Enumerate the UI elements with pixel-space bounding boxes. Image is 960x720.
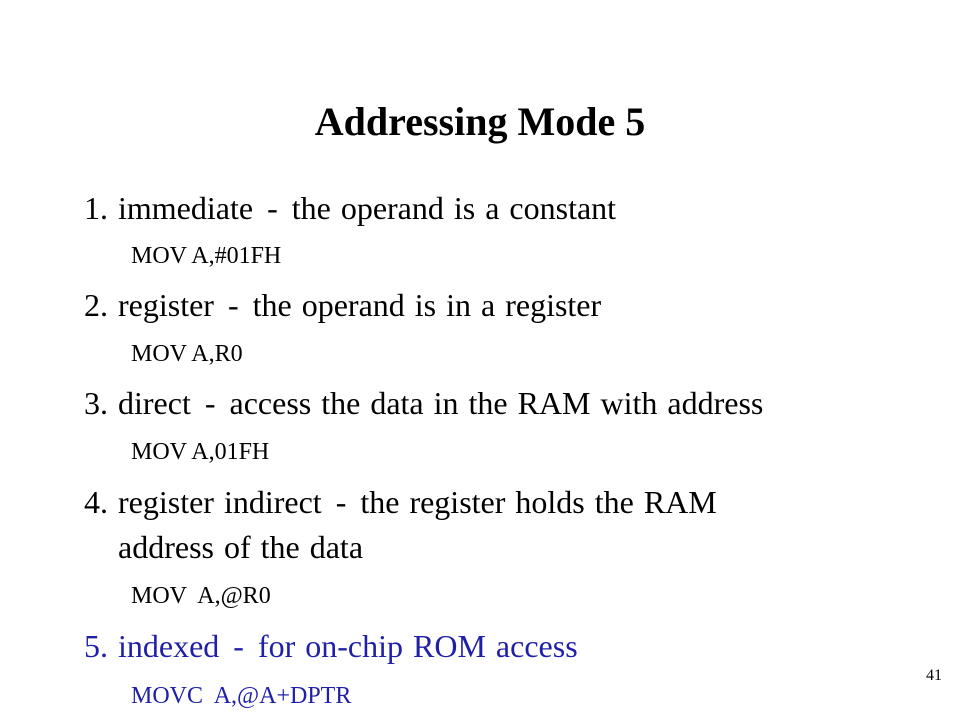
code-example: MOV A,@R0: [131, 583, 271, 609]
item-text: for on-chip ROM access: [257, 628, 578, 664]
item-prefix: 1. immediate: [84, 190, 254, 226]
item-dash: -: [204, 385, 216, 421]
item-prefix: 4. register indirect: [84, 484, 322, 520]
item-text: the operand is a constant: [291, 190, 617, 226]
list-item-indexed: 5. indexed-for on-chip ROM access: [84, 628, 578, 664]
item-text: the register holds the RAM: [360, 484, 717, 520]
item-dash: -: [227, 287, 239, 323]
list-item-register-indirect: 4. register indirect-the register holds …: [84, 484, 717, 520]
item-dash: -: [267, 190, 278, 226]
code-example: MOV A,R0: [131, 341, 243, 367]
list-item-direct: 3. direct-access the data in the RAM wit…: [84, 385, 763, 421]
item-dash: -: [233, 628, 244, 664]
item-continuation: address of the data: [118, 529, 364, 565]
item-prefix: 2. register: [84, 287, 214, 323]
code-example: MOVC A,@A+DPTR: [131, 683, 352, 709]
slide-title: Addressing Mode 5: [314, 99, 646, 144]
item-dash: -: [335, 484, 347, 520]
item-prefix: 3. direct: [84, 385, 191, 421]
item-text: the operand is in a register: [252, 287, 602, 323]
page-number: 41: [926, 667, 942, 684]
list-item-register: 2. register-the operand is in a register: [84, 287, 601, 323]
code-example: MOV A,#01FH: [131, 243, 282, 269]
item-text: access the data in the RAM with address: [229, 385, 764, 421]
list-item-immediate: 1. immediate-the operand is a constant: [84, 190, 616, 226]
item-prefix: 5. indexed: [84, 628, 220, 664]
code-example: MOV A,01FH: [131, 439, 270, 465]
